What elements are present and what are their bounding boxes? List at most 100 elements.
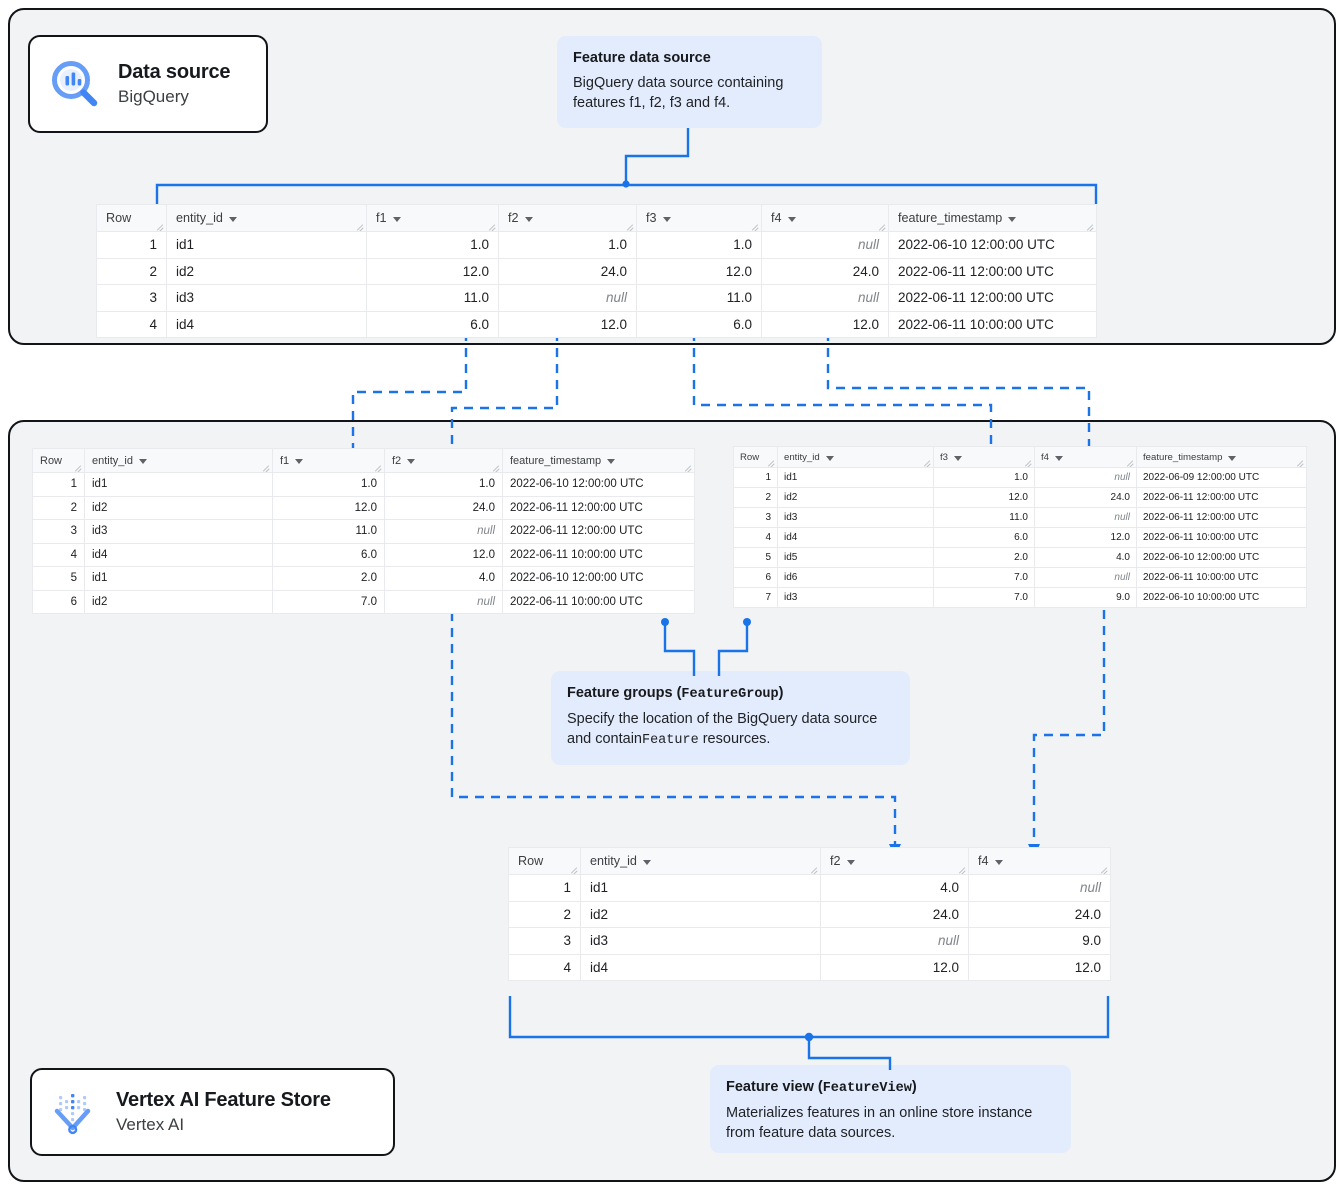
chevron-down-icon[interactable] [1008, 216, 1017, 222]
card-title: Vertex AI Feature Store [116, 1089, 331, 1112]
resize-grip-icon[interactable] [569, 864, 578, 874]
resize-grip-icon[interactable] [809, 864, 818, 874]
cell-feature-timestamp: 2022-06-11 12:00:00 UTC [502, 519, 695, 544]
resize-grip-icon[interactable] [355, 221, 364, 231]
chevron-down-icon[interactable] [825, 455, 834, 461]
chevron-down-icon[interactable] [228, 216, 237, 222]
col-header-row[interactable]: Row [508, 847, 581, 875]
chevron-down-icon[interactable] [846, 859, 855, 865]
resize-grip-icon[interactable] [683, 462, 692, 472]
null-value: null [1114, 572, 1130, 583]
cell-f4: 12.0 [968, 953, 1111, 981]
chevron-down-icon[interactable] [392, 216, 401, 222]
col-header-f1[interactable]: f1 [366, 204, 499, 232]
col-header-entity-id[interactable]: entity_id [84, 448, 273, 473]
col-header-f2[interactable]: f2 [820, 847, 969, 875]
chevron-down-icon[interactable] [1055, 455, 1064, 461]
resize-grip-icon[interactable] [922, 457, 931, 467]
col-header-f4[interactable]: f4 [761, 204, 889, 232]
col-header-entity-id[interactable]: entity_id [777, 446, 934, 468]
chevron-down-icon[interactable] [787, 216, 796, 222]
col-header-feature-timestamp[interactable]: feature_timestamp [888, 204, 1097, 232]
resize-grip-icon[interactable] [487, 221, 496, 231]
resize-grip-icon[interactable] [750, 221, 759, 231]
col-header-f4[interactable]: f4 [968, 847, 1111, 875]
cell-f1: 1.0 [366, 231, 499, 259]
resize-grip-icon[interactable] [625, 221, 634, 231]
col-header-f2[interactable]: f2 [498, 204, 637, 232]
col-header-entity-id[interactable]: entity_id [580, 847, 821, 875]
col-header-f4[interactable]: f4 [1034, 446, 1137, 468]
resize-grip-icon[interactable] [766, 457, 775, 467]
cell-f2: null [820, 927, 969, 955]
cell-row-number: 3 [32, 519, 85, 544]
cell-f2: 12.0 [384, 542, 503, 567]
bigquery-source-table[interactable]: Row entity_id f1 f2 f3 f4 feature_timest… [96, 204, 1097, 338]
chevron-down-icon[interactable] [954, 455, 963, 461]
cell-entity-id: id4 [777, 527, 934, 548]
resize-grip-icon[interactable] [1023, 457, 1032, 467]
resize-grip-icon[interactable] [1099, 864, 1108, 874]
resize-grip-icon[interactable] [877, 221, 886, 231]
chevron-down-icon[interactable] [642, 859, 651, 865]
col-header-row[interactable]: Row [733, 446, 778, 468]
resize-grip-icon[interactable] [73, 462, 82, 472]
col-header-row[interactable]: Row [96, 204, 167, 232]
resize-grip-icon[interactable] [1295, 457, 1304, 467]
chevron-down-icon[interactable] [524, 216, 533, 222]
cell-entity-id: id3 [777, 587, 934, 608]
cell-entity-id: id4 [580, 953, 821, 981]
resize-grip-icon[interactable] [1125, 457, 1134, 467]
col-header-feature-timestamp[interactable]: feature_timestamp [1136, 446, 1307, 468]
bigquery-product-card: Data source BigQuery [28, 35, 268, 133]
resize-grip-icon[interactable] [957, 864, 966, 874]
chevron-down-icon[interactable] [407, 459, 416, 464]
resize-grip-icon[interactable] [1085, 221, 1094, 231]
chevron-down-icon[interactable] [662, 216, 671, 222]
col-header-f2[interactable]: f2 [384, 448, 503, 473]
col-header-f1[interactable]: f1 [272, 448, 385, 473]
col-header-f3[interactable]: f3 [933, 446, 1035, 468]
resize-grip-icon[interactable] [155, 221, 164, 231]
col-header-f3[interactable]: f3 [636, 204, 762, 232]
resize-grip-icon[interactable] [261, 462, 270, 472]
cell-row-number: 6 [32, 589, 85, 614]
resize-grip-icon[interactable] [491, 462, 500, 472]
col-header-row[interactable]: Row [32, 448, 85, 473]
chevron-down-icon[interactable] [138, 459, 147, 464]
cell-f2: 24.0 [384, 495, 503, 520]
cell-f3: 1.0 [933, 467, 1035, 488]
col-header-feature-timestamp[interactable]: feature_timestamp [502, 448, 695, 473]
col-header-entity-id[interactable]: entity_id [166, 204, 367, 232]
chevron-down-icon[interactable] [295, 459, 304, 464]
chevron-down-icon[interactable] [994, 859, 1003, 865]
resize-grip-icon[interactable] [373, 462, 382, 472]
chevron-down-icon[interactable] [607, 459, 616, 464]
cell-f1: 6.0 [272, 542, 385, 567]
chevron-down-icon[interactable] [1228, 455, 1237, 461]
